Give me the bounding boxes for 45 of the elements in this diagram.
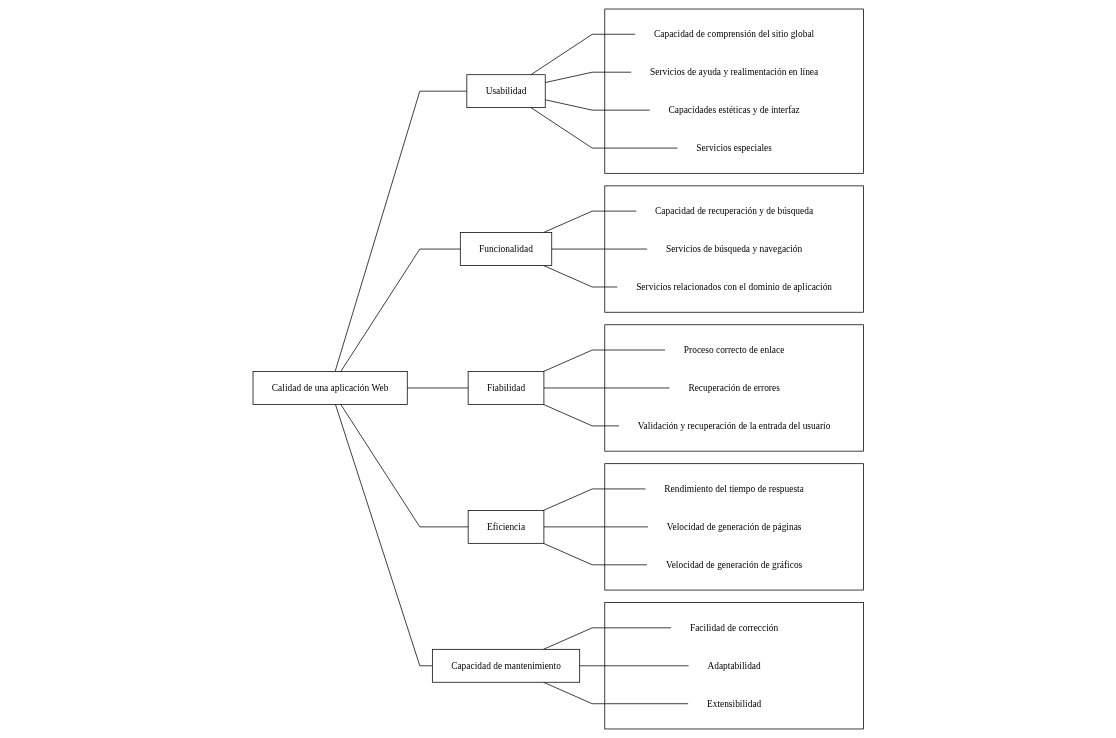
node-text: Capacidad de comprensión del sitio global [653,29,814,40]
node-box: Calidad de una aplicación Web [252,371,408,405]
node-text: Rendimiento del tiempo de respuesta [664,483,804,494]
node-text: Servicios especiales [696,142,772,153]
node-text: Velocidad de generación de gráficos [665,559,803,570]
node-box: Capacidad de mantenimiento [431,648,580,683]
connector [334,404,433,667]
connector [544,99,650,111]
connector [542,349,666,372]
node-text: Validación y recuperación de la entrada del usuario [637,420,831,431]
connector [542,542,648,566]
node-box: Eficiencia [467,510,545,544]
node-box: Fiabilidad [467,371,545,405]
node-text: Proceso correcto de enlace [683,344,785,355]
connector [530,33,636,76]
node-text: Servicios relacionados con el dominio de aplicación [635,281,832,292]
connector [543,387,670,389]
node-text: Servicios de ayuda y realimentación en línea [649,67,818,78]
node-text: Recuperación de errores [688,382,780,393]
node-box: Usabilidad [466,74,546,108]
node-text: Capacidad de recuperación y de búsqueda [654,205,813,216]
cluster [604,324,864,452]
node-box: Funcionalidad [459,232,552,266]
connector [551,248,648,250]
connector [340,248,461,372]
node-text: Facilidad de corrección [689,622,779,633]
connector [542,404,620,427]
node-text: Capacidades estéticas y de interfaz [668,104,800,115]
connector [544,71,632,83]
connector [334,90,467,372]
connector [579,665,689,667]
node-text: Servicios de búsqueda y navegación [665,243,803,254]
node-text: Extensibilidad [706,698,762,709]
connector [340,404,469,528]
connector [542,627,672,650]
cluster [604,185,864,313]
cluster [604,8,864,174]
connector [406,387,469,389]
connector [543,526,649,528]
cluster [604,602,864,730]
connector [530,107,678,149]
node-text: Velocidad de generación de páginas [666,521,802,532]
node-text: Adaptabilidad [707,660,761,671]
cluster [604,463,864,591]
connector [542,488,646,511]
